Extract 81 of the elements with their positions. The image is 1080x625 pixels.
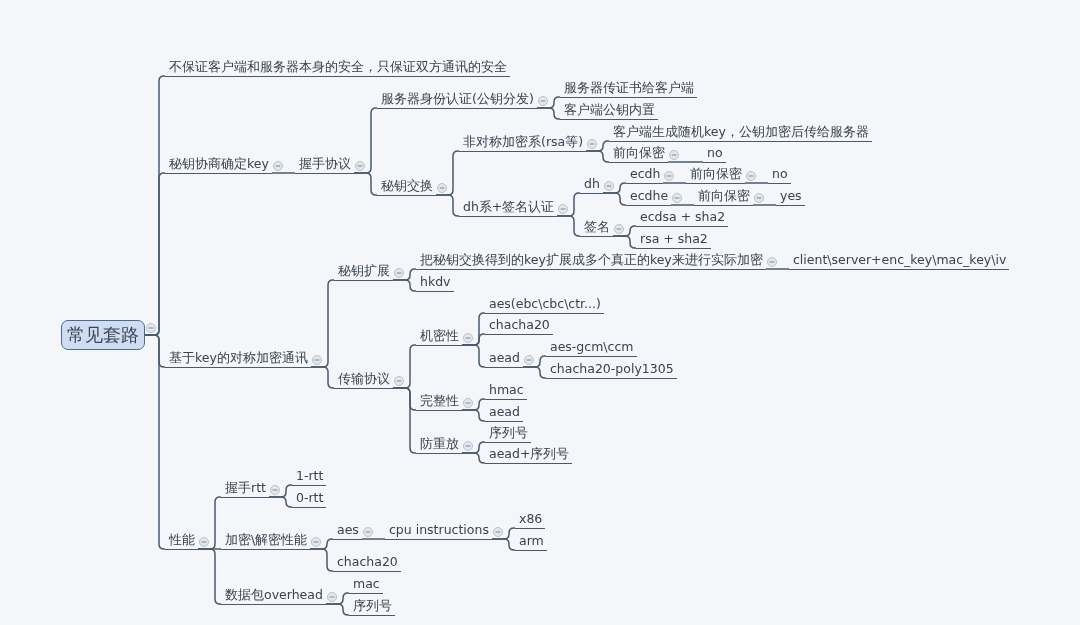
topic-label: 握手rtt bbox=[221, 479, 269, 498]
topic-label: 加密\解密性能 bbox=[221, 531, 311, 550]
branch-line bbox=[491, 538, 516, 551]
branch-line bbox=[556, 215, 581, 237]
root-topic-box: 常见套路 bbox=[61, 320, 145, 350]
topic-label: 客户端公钥内置 bbox=[560, 101, 658, 120]
topic-label: aead bbox=[485, 349, 523, 368]
topic-label: chacha20 bbox=[485, 316, 553, 335]
topic-label: 秘钥扩展 bbox=[334, 262, 393, 281]
topic-label: aes(ebc\cbc\ctr...) bbox=[485, 295, 604, 314]
topic-label: mac bbox=[349, 575, 383, 594]
branch-line bbox=[197, 548, 222, 605]
topic-label: hkdv bbox=[416, 273, 454, 292]
topic-label: arm bbox=[515, 532, 547, 551]
topic-label: 把秘钥交换得到的key扩展成多个真正的key来进行实际加密 bbox=[416, 251, 766, 270]
branch-line bbox=[612, 235, 637, 249]
branch-line bbox=[522, 366, 547, 379]
topic-label: 握手协议 bbox=[295, 155, 354, 174]
branch-line bbox=[461, 409, 486, 422]
topic-label: 秘钥协商确定key bbox=[165, 155, 272, 174]
branch-line bbox=[325, 603, 350, 616]
branch-line bbox=[744, 182, 769, 184]
topic-label: client\server+enc_key\mac_key\iv bbox=[789, 251, 1010, 270]
branch-line bbox=[536, 107, 561, 120]
topic-label: 序列号 bbox=[349, 597, 395, 616]
topic-label: 1-rtt bbox=[292, 467, 327, 486]
branch-line bbox=[361, 538, 386, 540]
topic-label: aes-gcm\ccm bbox=[546, 338, 637, 357]
branch-line bbox=[268, 496, 293, 508]
branch-line bbox=[144, 334, 166, 550]
topic-label: hmac bbox=[485, 381, 527, 400]
topic-label: 传输协议 bbox=[334, 370, 393, 389]
topic-label: 客户端生成随机key，公钥加密后传给服务器 bbox=[609, 123, 872, 142]
topic-label: 性能 bbox=[165, 531, 198, 550]
topic-label: 0-rtt bbox=[292, 489, 327, 508]
branch-line bbox=[353, 172, 378, 196]
topic-label: 前向保密 bbox=[686, 165, 745, 184]
branch-line bbox=[667, 161, 704, 163]
branch-line bbox=[461, 452, 486, 464]
branch-line bbox=[461, 344, 486, 368]
branch-line bbox=[752, 204, 777, 206]
branch-line bbox=[309, 548, 334, 572]
topic-label: 不保证客户端和服务器本身的安全，只保证双方通讯的安全 bbox=[165, 58, 510, 77]
topic-label: 服务器传证书给客户端 bbox=[560, 79, 697, 98]
topic-label: 基于key的对称加密通讯 bbox=[165, 349, 311, 368]
branch-line bbox=[662, 182, 687, 184]
branch-line bbox=[271, 172, 296, 174]
topic-label: cpu instructions bbox=[385, 521, 492, 540]
topic-label: chacha20 bbox=[333, 553, 401, 572]
topic-label: 前向保密 bbox=[694, 187, 753, 206]
topic-label: 机密性 bbox=[416, 327, 462, 346]
topic-label: 前向保密 bbox=[609, 144, 668, 163]
branch-line bbox=[602, 192, 627, 206]
branch-line bbox=[435, 194, 460, 217]
topic-label: 签名 bbox=[580, 218, 613, 237]
topic-label: aead+序列号 bbox=[485, 445, 573, 464]
topic-label: dh系+签名认证 bbox=[459, 198, 558, 217]
topic-label: 数据包overhead bbox=[221, 586, 326, 605]
topic-label: 序列号 bbox=[485, 424, 531, 443]
topic-label: dh bbox=[580, 175, 603, 194]
topic-label: aead bbox=[485, 403, 523, 422]
topic-label: ecdsa + sha2 bbox=[636, 208, 729, 227]
topic-label: 完整性 bbox=[416, 392, 462, 411]
topic-label: rsa + sha2 bbox=[636, 230, 711, 249]
topic-label: chacha20-poly1305 bbox=[546, 360, 677, 379]
topic-label: 防重放 bbox=[416, 435, 462, 454]
topic-label: no bbox=[768, 165, 791, 184]
branch-line bbox=[392, 279, 417, 292]
topic-label: ecdh bbox=[626, 165, 664, 184]
topic-label: aes bbox=[333, 521, 362, 540]
topic-label: no bbox=[703, 144, 726, 163]
topic-label: ecdhe bbox=[626, 187, 672, 206]
branch-line bbox=[310, 366, 335, 389]
topic-label: 非对称加密系(rsa等) bbox=[459, 133, 587, 152]
topic-label: 秘钥交换 bbox=[377, 177, 436, 196]
branch-line bbox=[765, 268, 790, 270]
branch-line bbox=[670, 204, 695, 206]
topic-label: x86 bbox=[515, 510, 546, 529]
topic-label: 服务器身份认证(公钥分发) bbox=[377, 90, 537, 109]
branch-line bbox=[585, 150, 610, 163]
topic-label: yes bbox=[776, 187, 805, 206]
